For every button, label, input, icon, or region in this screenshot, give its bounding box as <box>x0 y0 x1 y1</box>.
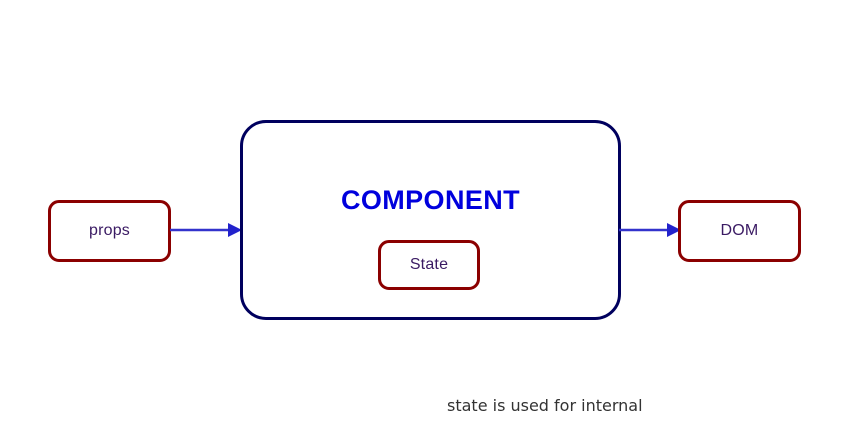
node-dom-label: DOM <box>720 222 759 239</box>
node-state[interactable]: State <box>378 240 480 290</box>
arrow-right-icon <box>170 223 242 237</box>
node-component-label: COMPONENT <box>340 185 521 215</box>
node-props-label: props <box>88 222 131 239</box>
arrow-props-to-component <box>170 218 242 242</box>
node-props[interactable]: props <box>48 200 171 262</box>
arrow-component-to-dom <box>619 218 681 242</box>
diagram-caption: state is used for internal communication… <box>447 353 736 440</box>
node-state-label: State <box>409 256 449 273</box>
node-component[interactable]: COMPONENT <box>240 120 621 320</box>
arrow-right-icon <box>619 223 681 237</box>
node-dom[interactable]: DOM <box>678 200 801 262</box>
caption-line-1: state is used for internal <box>447 396 643 415</box>
